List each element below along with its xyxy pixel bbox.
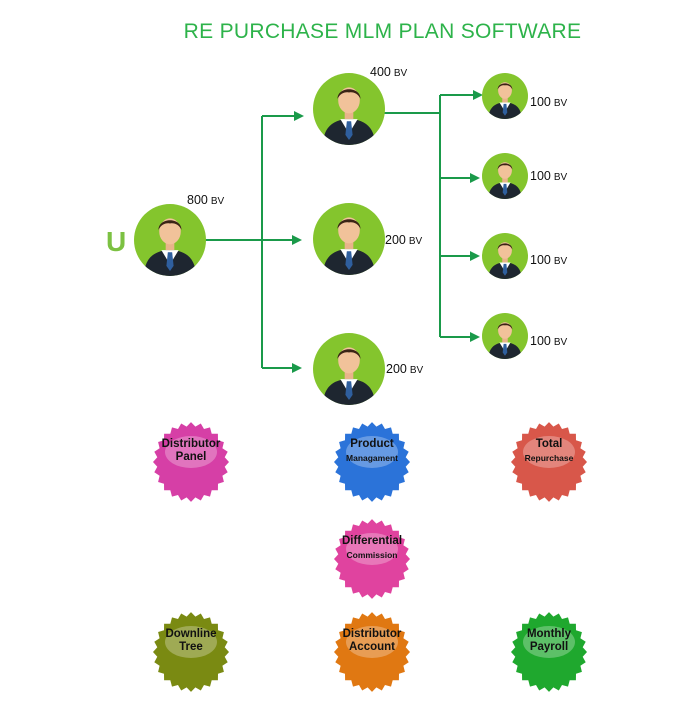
badge-label-line2: Payroll [529,641,569,653]
person-icon [323,87,375,145]
node-l1-c[interactable] [313,333,385,405]
root-letter: U [106,226,127,257]
node-l2-d[interactable] [482,313,528,359]
badge-label-line1: Distributor [161,438,221,450]
badge-label-line2: Tree [179,641,203,653]
badge-label-line2: Commission [346,550,398,560]
seal-icon [334,612,410,692]
person-icon [144,218,196,276]
badge-label-line1: Monthly [526,628,572,640]
node-l1-a[interactable] [313,73,385,145]
badge-label-line1: Distributor [342,628,402,640]
person-icon [488,162,522,199]
person-icon [488,82,522,119]
seal-icon [153,422,229,502]
badge-label-line2: Panel [175,451,207,463]
badge-label-line2: Account [349,641,395,653]
badge-label-line2: Managament [346,453,398,463]
person-icon [488,242,522,279]
seal-icon [334,422,410,502]
seal-icon [334,519,410,599]
person-icon [488,322,522,359]
person-icon [323,347,375,405]
node-l2-b[interactable] [482,153,528,199]
badge-label-line1: Product [350,438,394,450]
seal-icon [511,612,587,692]
node-l2-c[interactable] [482,233,528,279]
seal-icon [153,612,229,692]
badge-label-line1: Total [535,438,563,450]
seal-icon [511,422,587,502]
person-icon [323,217,375,275]
node-l1-b[interactable] [313,203,385,275]
root-node[interactable] [134,204,206,276]
badge-label-line1: Differential [341,535,403,547]
badge-label-line1: Downline [165,628,217,640]
page-title: RE PURCHASE MLM PLAN SOFTWARE [183,20,582,43]
badge-label-line2: Repurchase [524,453,574,463]
node-l2-a[interactable] [482,73,528,119]
